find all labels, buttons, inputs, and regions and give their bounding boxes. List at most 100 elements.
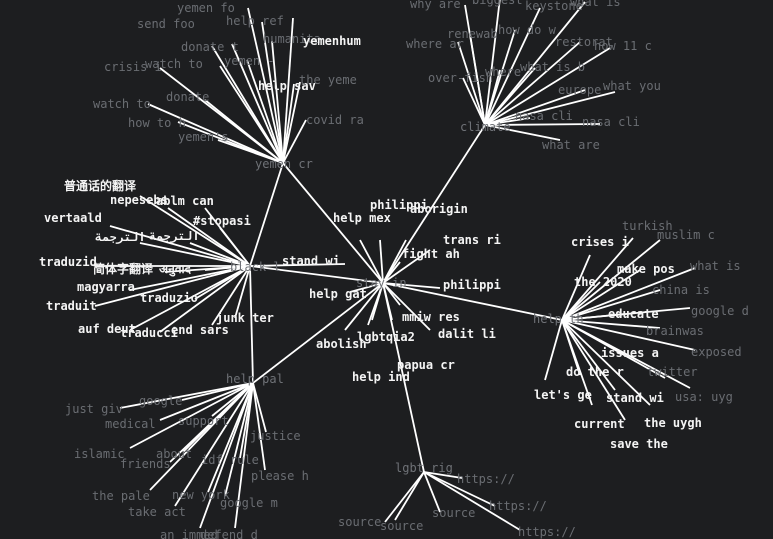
leaf-label: what is	[690, 259, 741, 273]
leaf-label: lgbtqia2	[357, 330, 415, 344]
leaf-label: yemen's	[178, 130, 229, 144]
leaf-edge	[457, 41, 486, 126]
leaf-edge	[561, 319, 691, 389]
leaf-edge	[252, 382, 266, 471]
leaf-edge	[561, 319, 661, 329]
leaf-label: nasa cli	[582, 115, 640, 129]
leaf-edge	[282, 83, 295, 164]
hub-label-climate: climate	[460, 120, 511, 134]
leaf-label: ablm can	[156, 194, 214, 208]
leaf-edge	[382, 282, 393, 321]
leaf-edge	[282, 17, 294, 164]
leaf-edge	[484, 89, 586, 126]
leaf-edge	[484, 91, 616, 126]
leaf-label: traduzio	[140, 291, 198, 305]
leaf-label: crises i	[571, 235, 629, 249]
leaf-label: end sars	[171, 323, 229, 337]
leaf-label: the pale	[92, 489, 150, 503]
hub-link-stay-helpth	[382, 282, 563, 321]
leaf-label: nepesebs	[110, 193, 168, 207]
leaf-label: covid ra	[306, 113, 364, 127]
leaf-edge	[462, 77, 486, 126]
leaf-edge	[261, 21, 284, 164]
leaf-label: friends	[120, 457, 171, 471]
hub-label-stay: stay in	[356, 276, 407, 290]
leaf-label: brainwas	[646, 324, 704, 338]
leaf-label: source	[380, 519, 423, 533]
leaf-label: justice	[250, 429, 301, 443]
leaf-label: do the r	[566, 365, 624, 379]
leaf-label: yemen -	[224, 54, 275, 68]
leaf-edge	[484, 117, 531, 126]
leaf-label: 普通话的翻译	[64, 178, 137, 193]
leaf-edge	[561, 319, 616, 391]
leaf-label: vertaald	[44, 211, 102, 225]
leaf-edge	[159, 265, 251, 333]
leaf-label: what are	[542, 138, 600, 152]
leaf-edge	[561, 313, 626, 321]
hub-label-black: black l	[230, 260, 281, 274]
leaf-label: china is	[652, 283, 710, 297]
leaf-label: biggest	[472, 0, 523, 7]
leaf-edge	[367, 282, 384, 326]
leaf-label: why are	[410, 0, 461, 11]
leaf-label: philippi	[443, 278, 501, 292]
leaf-label: europe	[558, 83, 601, 97]
leaf-label: dalit li	[438, 327, 496, 341]
leaf-edge	[234, 382, 254, 529]
hub-link-stay-helppal	[252, 282, 384, 384]
leaf-edge	[379, 239, 384, 284]
leaf-label: what is	[570, 0, 621, 9]
leaf-label: papua cr	[397, 358, 455, 372]
hub-label-helpth: help th	[533, 312, 584, 326]
leaf-label: please h	[251, 469, 309, 483]
leaf-label: turkish	[622, 219, 673, 233]
leaf-label: keystone	[525, 0, 583, 13]
leaf-edge	[159, 382, 254, 421]
leaf-edge	[129, 265, 251, 291]
hub-label-lgbt: lgbt rig	[395, 461, 453, 475]
leaf-label: restorat	[555, 35, 613, 49]
leaf-edge	[219, 227, 251, 267]
leaf-edge	[382, 249, 431, 284]
hub-link-black-helppal	[249, 265, 254, 384]
leaf-label: over-fish	[428, 71, 493, 85]
edge-layer	[94, 0, 696, 531]
hub-link-yemen-black	[249, 162, 284, 267]
leaf-edge	[484, 47, 611, 126]
leaf-edge	[382, 261, 401, 284]
leaf-edge	[561, 281, 601, 321]
leaf-edge	[224, 382, 254, 497]
hub-link-black-stay	[249, 265, 384, 284]
leaf-label: an immed	[160, 528, 218, 539]
leaf-label: educate	[608, 307, 659, 321]
leaf-label: #stopasi	[193, 214, 251, 228]
hub-link-climate-stay	[382, 124, 486, 284]
leaf-label: exposed	[691, 345, 742, 359]
leaf-label: about	[156, 447, 192, 461]
leaf-label: donate t	[181, 40, 239, 54]
leaf-label: idf rule	[201, 453, 259, 467]
leaf-edge	[199, 382, 254, 529]
leaf-edge	[561, 237, 634, 321]
leaf-label: traducci	[120, 326, 178, 340]
leaf-edge	[561, 239, 661, 321]
leaf-edge	[384, 471, 425, 523]
leaf-label: source	[338, 515, 381, 529]
leaf-edge	[561, 269, 641, 321]
leaf-edge	[394, 471, 425, 521]
leaf-edge	[382, 282, 441, 289]
leaf-edge	[246, 59, 284, 164]
leaf-label: muslim c	[657, 228, 715, 242]
hub-link-yemen-stay	[282, 162, 384, 284]
leaf-label: the 2020	[574, 275, 632, 289]
leaf-label: what you	[603, 79, 661, 93]
leaf-edge	[561, 319, 593, 406]
leaf-label: just giv	[65, 402, 123, 416]
leaf-edge	[359, 239, 384, 284]
leaf-label: make pos	[617, 262, 675, 276]
leaf-label: humanita	[263, 32, 321, 46]
leaf-edge	[423, 471, 463, 479]
